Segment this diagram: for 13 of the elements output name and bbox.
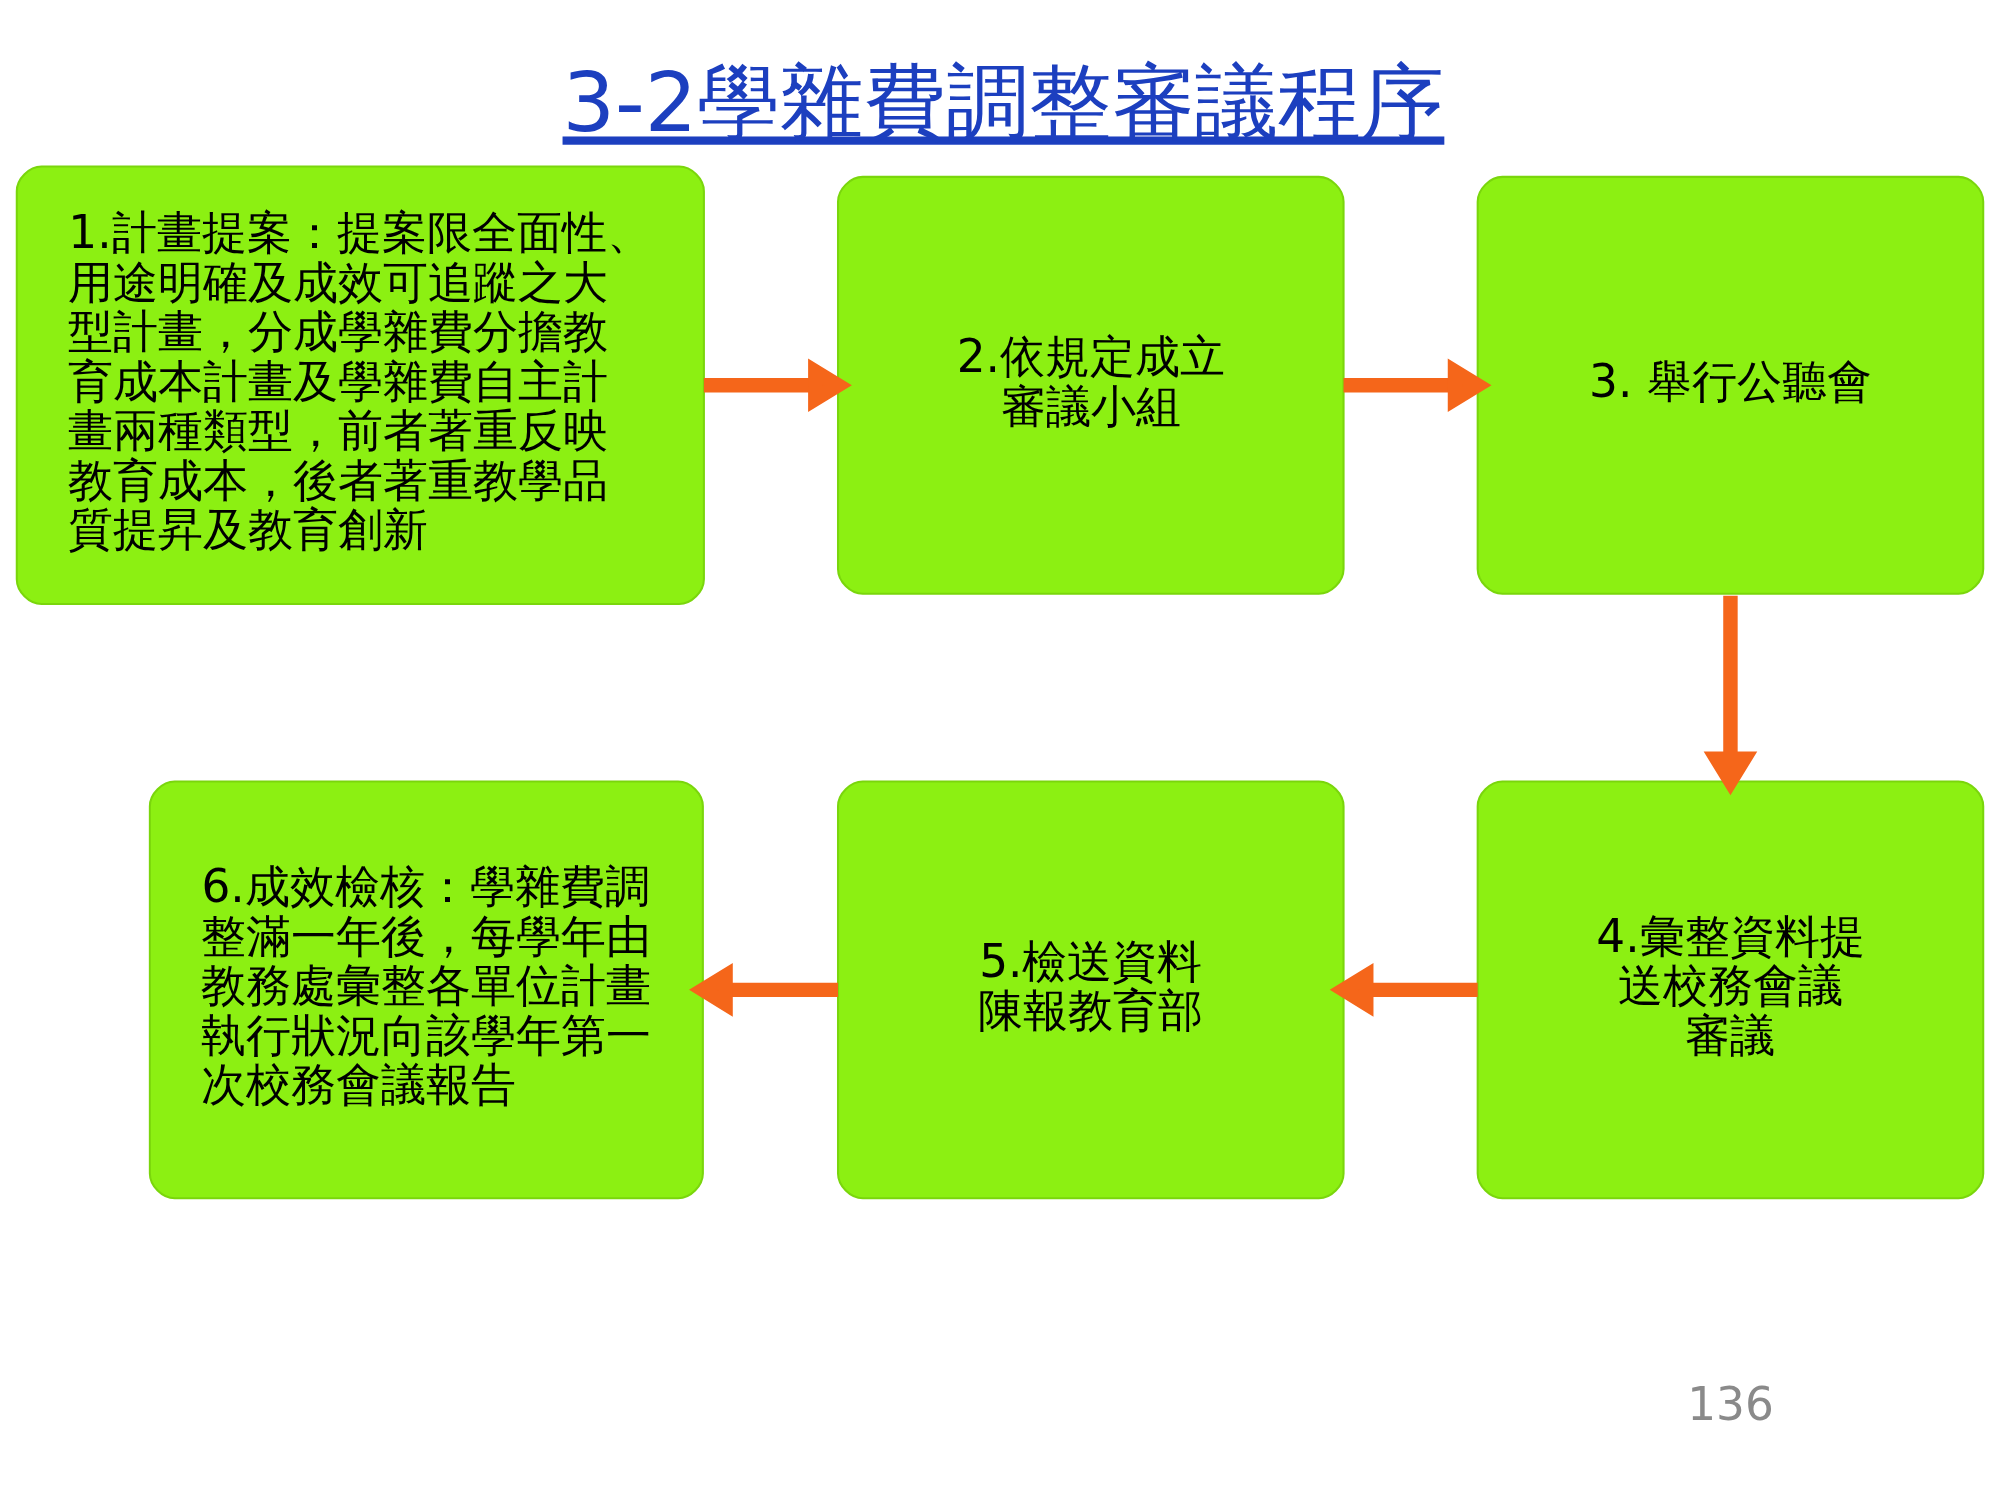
node-box: 4.彙整資料提送校務會議審議 — [1476, 779, 1985, 1199]
arrow — [1343, 358, 1492, 412]
arrow — [703, 358, 852, 412]
label: 136 — [1687, 1377, 1774, 1431]
diagram-title: 3-2學雜費調整審議程序 — [562, 53, 1445, 150]
node-box: 3. 舉行公聽會 — [1476, 175, 1985, 595]
node-box: 2.依規定成立審議小組 — [837, 175, 1345, 595]
arrow — [1703, 595, 1758, 795]
node-box: 6.成效檢核：學雜費調整滿一年後，每學年由教務處彙整各單位計畫執行狀況向該學年第一次校務會議報告 — [148, 779, 704, 1199]
node-box: 5.檢送資料陳報教育部 — [837, 779, 1345, 1199]
arrow — [1329, 962, 1478, 1017]
arrow — [689, 962, 838, 1017]
node-box: 1.計畫提案：提案限全面性、用途明確及成效可追蹤之大型計畫，分成學雜費分擔教育成本計畫及學雜費自主計畫兩種類型，前者著重反映教育成本，後者著重教學品質提昇及教育創新 — [15, 165, 705, 605]
